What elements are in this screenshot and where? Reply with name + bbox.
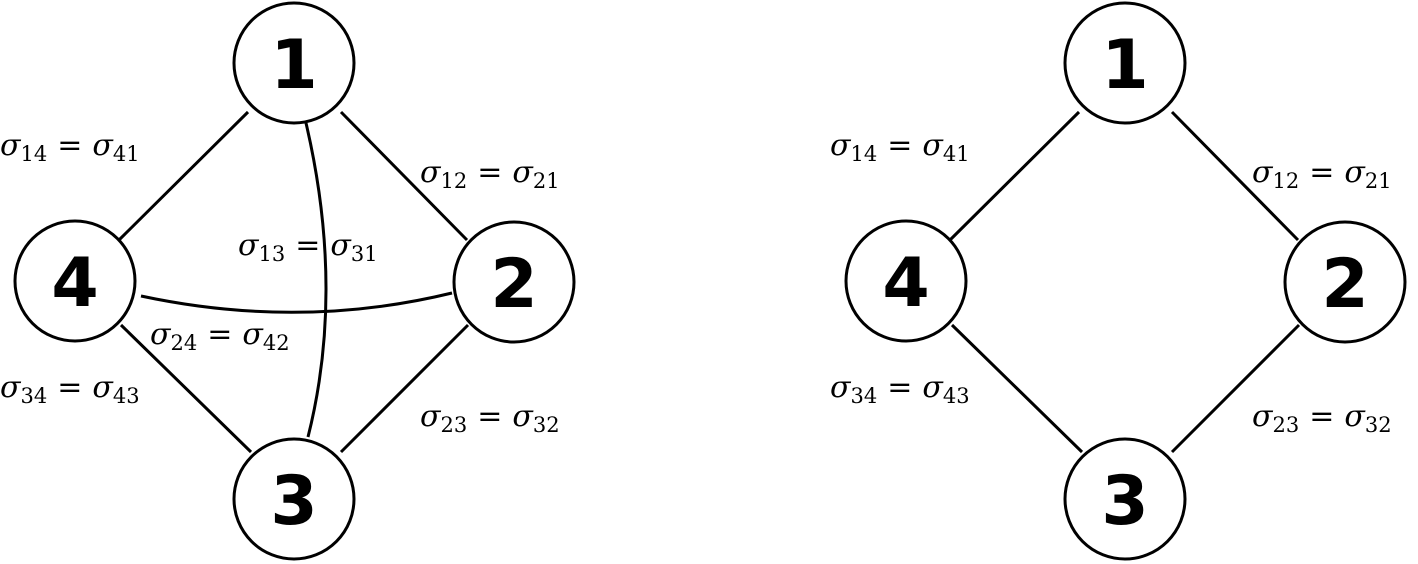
edge-label-34: σ34=σ43 [830, 370, 970, 408]
node-3: 3 [232, 437, 356, 561]
edge-label-23: σ23=σ32 [420, 399, 560, 437]
node-3: 3 [1063, 437, 1187, 561]
edge-label-13: σ13=σ31 [238, 228, 378, 266]
edge-1-2 [339, 110, 469, 242]
edge-1-4 [117, 110, 250, 242]
edge-1-2 [1170, 110, 1300, 242]
edge-1-3 [304, 122, 328, 438]
edge-label-14: σ14=σ41 [830, 128, 970, 166]
edge-label-34: σ34=σ43 [0, 370, 140, 408]
node-label: 3 [1101, 462, 1148, 541]
edge-label-12: σ12=σ21 [1252, 155, 1392, 193]
edge-4-3 [950, 323, 1084, 454]
node-2: 2 [1283, 220, 1407, 344]
edge-2-3 [1170, 323, 1301, 454]
edge-label-24: σ24=σ42 [150, 317, 290, 355]
node-label: 2 [1321, 245, 1368, 324]
cycle-graph: 1 2 3 4 σ14=σ41 σ12=σ21 σ34=σ43 σ23=σ32 [830, 1, 1407, 561]
node-2: 2 [452, 220, 576, 344]
node-label: 3 [270, 462, 317, 541]
node-label: 2 [490, 245, 537, 324]
node-4: 4 [844, 219, 968, 343]
edge-2-3 [339, 323, 470, 454]
node-label: 4 [51, 244, 98, 323]
complete-graph: 1 2 3 4 σ14=σ41 σ12=σ21 σ13=σ31 σ24=σ42 … [0, 1, 576, 561]
edge-1-4 [948, 110, 1081, 242]
node-label: 4 [882, 244, 929, 323]
node-4: 4 [13, 219, 137, 343]
node-label: 1 [270, 26, 317, 105]
edge-label-12: σ12=σ21 [420, 155, 560, 193]
edge-4-3 [119, 323, 253, 454]
edge-label-23: σ23=σ32 [1252, 399, 1392, 437]
node-label: 1 [1101, 26, 1148, 105]
node-1: 1 [232, 1, 356, 125]
node-1: 1 [1063, 1, 1187, 125]
edge-label-14: σ14=σ41 [0, 128, 140, 166]
edge-4-2 [140, 291, 453, 314]
